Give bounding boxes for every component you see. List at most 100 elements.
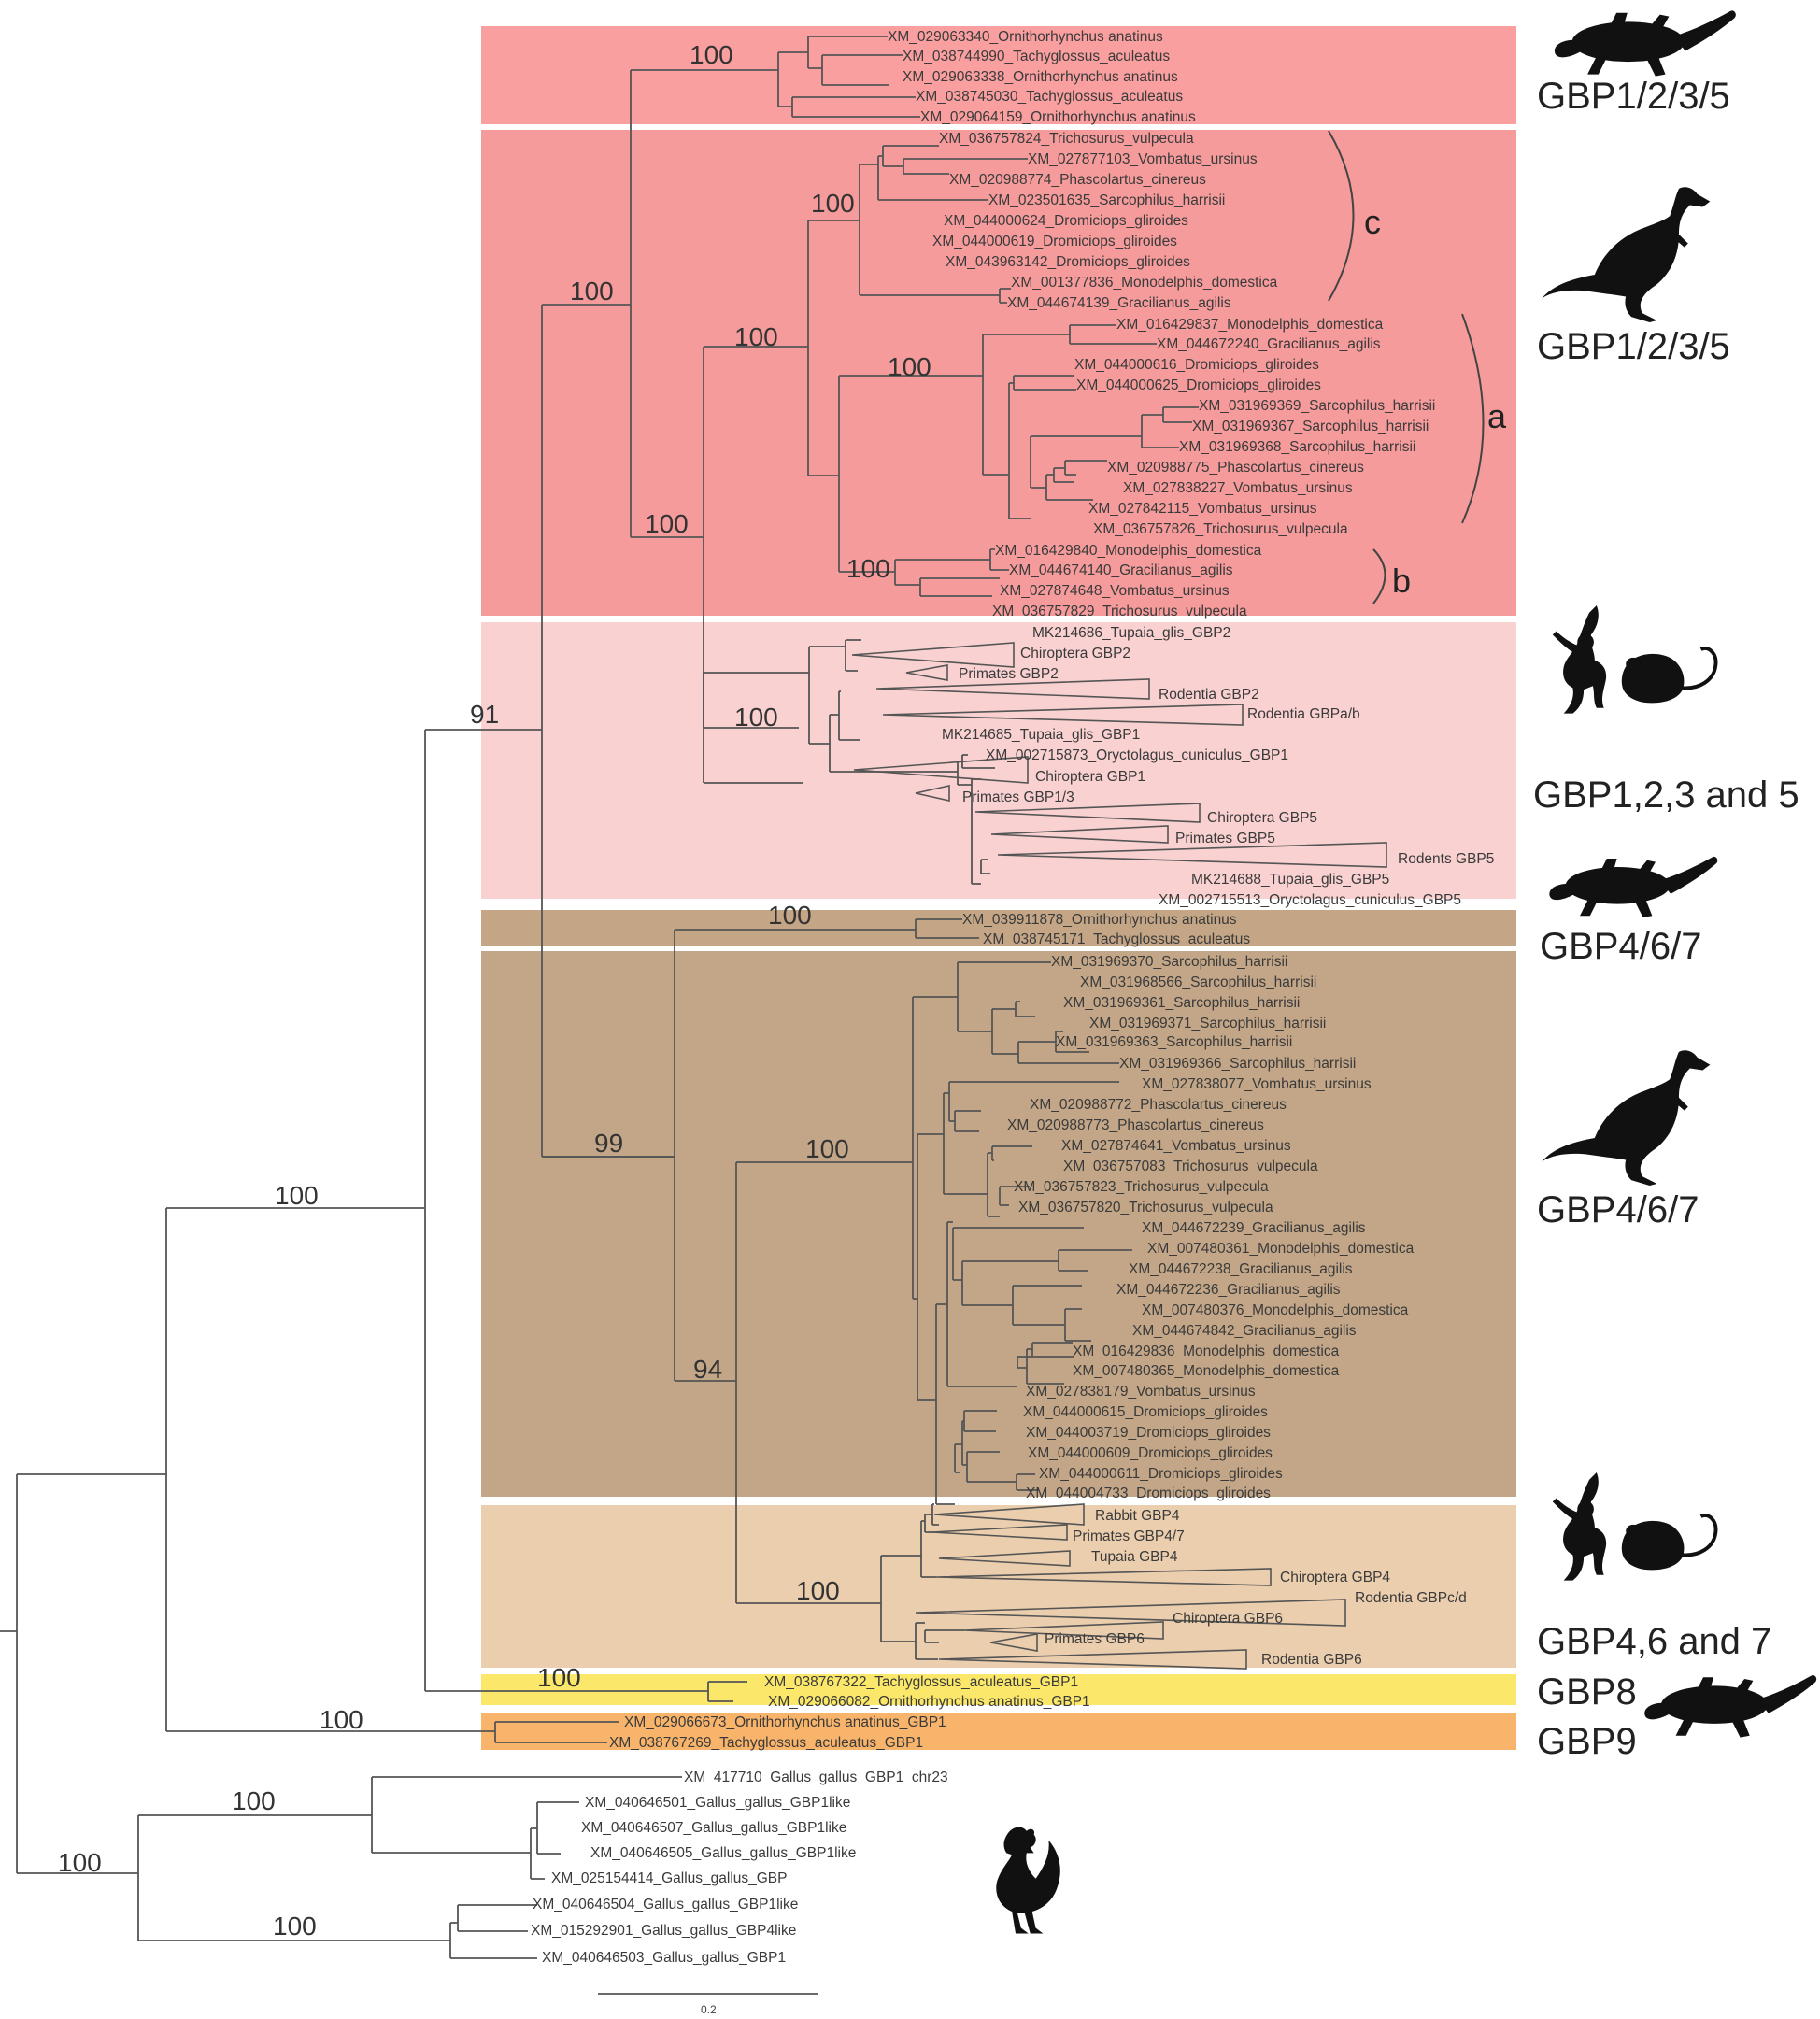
tip-label: Rodentia GBP2 bbox=[1159, 687, 1259, 703]
tip-label: XM_044004733_Dromiciops_gliroides bbox=[1026, 1486, 1271, 1501]
bootstrap-value: 100 bbox=[846, 554, 890, 583]
bootstrap-value: 100 bbox=[570, 277, 614, 306]
platypus-icon bbox=[1549, 856, 1718, 917]
tip-label: Primates GBP2 bbox=[959, 666, 1059, 682]
tip-label: XM_031969368_Sarcophilus_harrisii bbox=[1179, 439, 1415, 455]
tip-label: XM_044000619_Dromiciops_gliroides bbox=[932, 234, 1177, 249]
tip-label: XM_016429840_Monodelphis_domestica bbox=[995, 543, 1262, 559]
tip-label: XM_036757829_Trichosurus_vulpecula bbox=[992, 604, 1247, 619]
tip-label: XM_029063338_Ornithorhynchus anatinus bbox=[903, 69, 1178, 85]
bootstrap-value: 100 bbox=[796, 1576, 840, 1605]
tip-label: XM_007480365_Monodelphis_domestica bbox=[1073, 1363, 1340, 1379]
subclade-label-c: c bbox=[1364, 203, 1381, 241]
tip-label: Chiroptera GBP6 bbox=[1173, 1611, 1283, 1627]
tip-label: XM_016429837_Monodelphis_domestica bbox=[1116, 317, 1384, 333]
tip-label: Rodentia GBPa/b bbox=[1247, 706, 1360, 722]
tip-label: XM_040646507_Gallus_gallus_GBP1like bbox=[581, 1820, 846, 1836]
subclade-label-a: a bbox=[1487, 397, 1507, 435]
tip-label: XM_036757826_Trichosurus_vulpecula bbox=[1093, 521, 1348, 537]
tip-label: Primates GBP1/3 bbox=[962, 789, 1074, 805]
tip-label: XM_023501635_Sarcophilus_harrisii bbox=[988, 192, 1225, 208]
kangaroo-icon bbox=[1542, 187, 1711, 322]
tip-label: XM_027877103_Vombatus_ursinus bbox=[1028, 151, 1258, 167]
tip-label: XM_007480361_Monodelphis_domestica bbox=[1147, 1241, 1415, 1257]
tip-label: XM_044672238_Gracilianus_agilis bbox=[1129, 1261, 1353, 1277]
tip-label: XM_031969366_Sarcophilus_harrisii bbox=[1119, 1056, 1356, 1072]
collapsed-clade-triangles bbox=[851, 642, 1387, 1670]
tip-label: XM_044674140_Gracilianus_agilis bbox=[1009, 562, 1233, 578]
group-label-gbp9: GBP9 bbox=[1537, 1721, 1637, 1762]
tip-label: XM_040646501_Gallus_gallus_GBP1like bbox=[585, 1795, 850, 1811]
subclade-label-b: b bbox=[1392, 562, 1411, 600]
bootstrap-value: 100 bbox=[58, 1848, 102, 1877]
primate-rodent-icon bbox=[1550, 1471, 1718, 1583]
tip-label: Tupaia GBP4 bbox=[1091, 1549, 1178, 1565]
bootstrap-value: 100 bbox=[768, 901, 812, 930]
group-label-gbp467-marsupial: GBP4/6/7 bbox=[1537, 1189, 1699, 1230]
tip-label: Chiroptera GBP4 bbox=[1280, 1570, 1390, 1585]
group-label-gbp1235-monotreme: GBP1/2/3/5 bbox=[1537, 76, 1730, 117]
tree-branches bbox=[0, 36, 1199, 1959]
tip-label: XM_031969369_Sarcophilus_harrisii bbox=[1199, 398, 1435, 414]
tip-label: XM_027874648_Vombatus_ursinus bbox=[1000, 583, 1230, 599]
tip-label: XM_025154414_Gallus_gallus_GBP bbox=[551, 1870, 787, 1886]
tip-label: XM_044672240_Gracilianus_agilis bbox=[1157, 336, 1381, 352]
tip-label: XM_036757820_Trichosurus_vulpecula bbox=[1018, 1200, 1273, 1216]
tip-label: XM_029063340_Ornithorhynchus anatinus bbox=[888, 29, 1163, 45]
tip-label: MK214688_Tupaia_glis_GBP5 bbox=[1191, 872, 1389, 888]
tip-label: XM_020988772_Phascolartus_cinereus bbox=[1030, 1097, 1287, 1113]
tip-label: XM_044000611_Dromiciops_gliroides bbox=[1039, 1466, 1283, 1482]
band-gbp1235-eutherian bbox=[481, 622, 1516, 899]
tip-label: XM_020988774_Phascolartus_cinereus bbox=[949, 172, 1206, 188]
tip-label: XM_044672239_Gracilianus_agilis bbox=[1142, 1220, 1366, 1236]
tip-label: XM_038767269_Tachyglossus_aculeatus_GBP1 bbox=[609, 1735, 923, 1751]
tip-label: XM_036757083_Trichosurus_vulpecula bbox=[1063, 1159, 1318, 1174]
band-gbp467-marsupial bbox=[481, 951, 1516, 1497]
bootstrap-value: 100 bbox=[888, 352, 931, 381]
tip-label: XM_044000624_Dromiciops_gliroides bbox=[944, 213, 1188, 229]
tip-label: XM_020988773_Phascolartus_cinereus bbox=[1007, 1117, 1264, 1133]
tip-label: XM_016429836_Monodelphis_domestica bbox=[1073, 1344, 1340, 1359]
tip-label: MK214685_Tupaia_glis_GBP1 bbox=[942, 727, 1140, 743]
scale-bar-label: 0.2 bbox=[701, 2003, 717, 2016]
tip-label: XM_027838077_Vombatus_ursinus bbox=[1142, 1076, 1372, 1092]
bootstrap-value: 100 bbox=[734, 703, 778, 732]
platypus-icon bbox=[1554, 10, 1736, 77]
tip-label: XM_027842115_Vombatus_ursinus bbox=[1088, 501, 1317, 517]
bootstrap-value: 100 bbox=[645, 509, 689, 538]
tip-label: XM_044003719_Dromiciops_gliroides bbox=[1026, 1425, 1271, 1441]
tip-label: XM_031968566_Sarcophilus_harrisii bbox=[1080, 974, 1316, 990]
tip-label: XM_002715513_Oryctolagus_cuniculus_GBP5 bbox=[1159, 892, 1461, 908]
bootstrap-value: 100 bbox=[275, 1181, 319, 1210]
tip-label: XM_044672236_Gracilianus_agilis bbox=[1116, 1282, 1341, 1298]
bootstrap-value: 94 bbox=[693, 1355, 722, 1384]
tip-label: XM_020988775_Phascolartus_cinereus bbox=[1107, 460, 1364, 476]
bootstrap-value: 100 bbox=[734, 322, 778, 351]
tip-label: Chiroptera GBP2 bbox=[1020, 646, 1130, 661]
bootstrap-value: 100 bbox=[320, 1705, 363, 1734]
tip-label: Primates GBP5 bbox=[1175, 831, 1275, 846]
tip-label: XM_044674139_Gracilianus_agilis bbox=[1007, 295, 1231, 311]
tip-label: XM_027838179_Vombatus_ursinus bbox=[1026, 1384, 1256, 1400]
tip-label: XM_036757823_Trichosurus_vulpecula bbox=[1014, 1179, 1269, 1195]
primate-rodent-icon bbox=[1550, 604, 1718, 716]
tip-label: XM_038767322_Tachyglossus_aculeatus_GBP1 bbox=[764, 1674, 1078, 1690]
band-gbp1235-monotreme bbox=[481, 26, 1516, 124]
group-label-gbp8: GBP8 bbox=[1537, 1671, 1637, 1713]
bootstrap-value: 100 bbox=[537, 1663, 581, 1692]
tip-label: MK214686_Tupaia_glis_GBP2 bbox=[1032, 625, 1230, 641]
bootstrap-value: 99 bbox=[594, 1129, 623, 1158]
tip-label: XM_031969370_Sarcophilus_harrisii bbox=[1051, 954, 1287, 970]
leaf-labels: XM_029063340_Ornithorhynchus anatinus XM… bbox=[531, 29, 1494, 1966]
tip-label: XM_044000625_Dromiciops_gliroides bbox=[1076, 377, 1321, 393]
tip-label: Primates GBP6 bbox=[1045, 1631, 1145, 1647]
tip-label: XM_038744990_Tachyglossus_aculeatus bbox=[903, 49, 1170, 64]
tip-label: XM_029066673_Ornithorhynchus anatinus_GB… bbox=[624, 1714, 946, 1730]
tip-label: XM_007480376_Monodelphis_domestica bbox=[1142, 1302, 1409, 1318]
tip-label: XM_031969371_Sarcophilus_harrisii bbox=[1089, 1016, 1326, 1031]
group-label-gbp467-eutherian: GBP4,6 and 7 bbox=[1537, 1621, 1771, 1662]
tip-label: Rodentia GBPc/d bbox=[1355, 1590, 1467, 1606]
subclade-brackets bbox=[1328, 130, 1485, 604]
bootstrap-value: 91 bbox=[470, 700, 499, 729]
